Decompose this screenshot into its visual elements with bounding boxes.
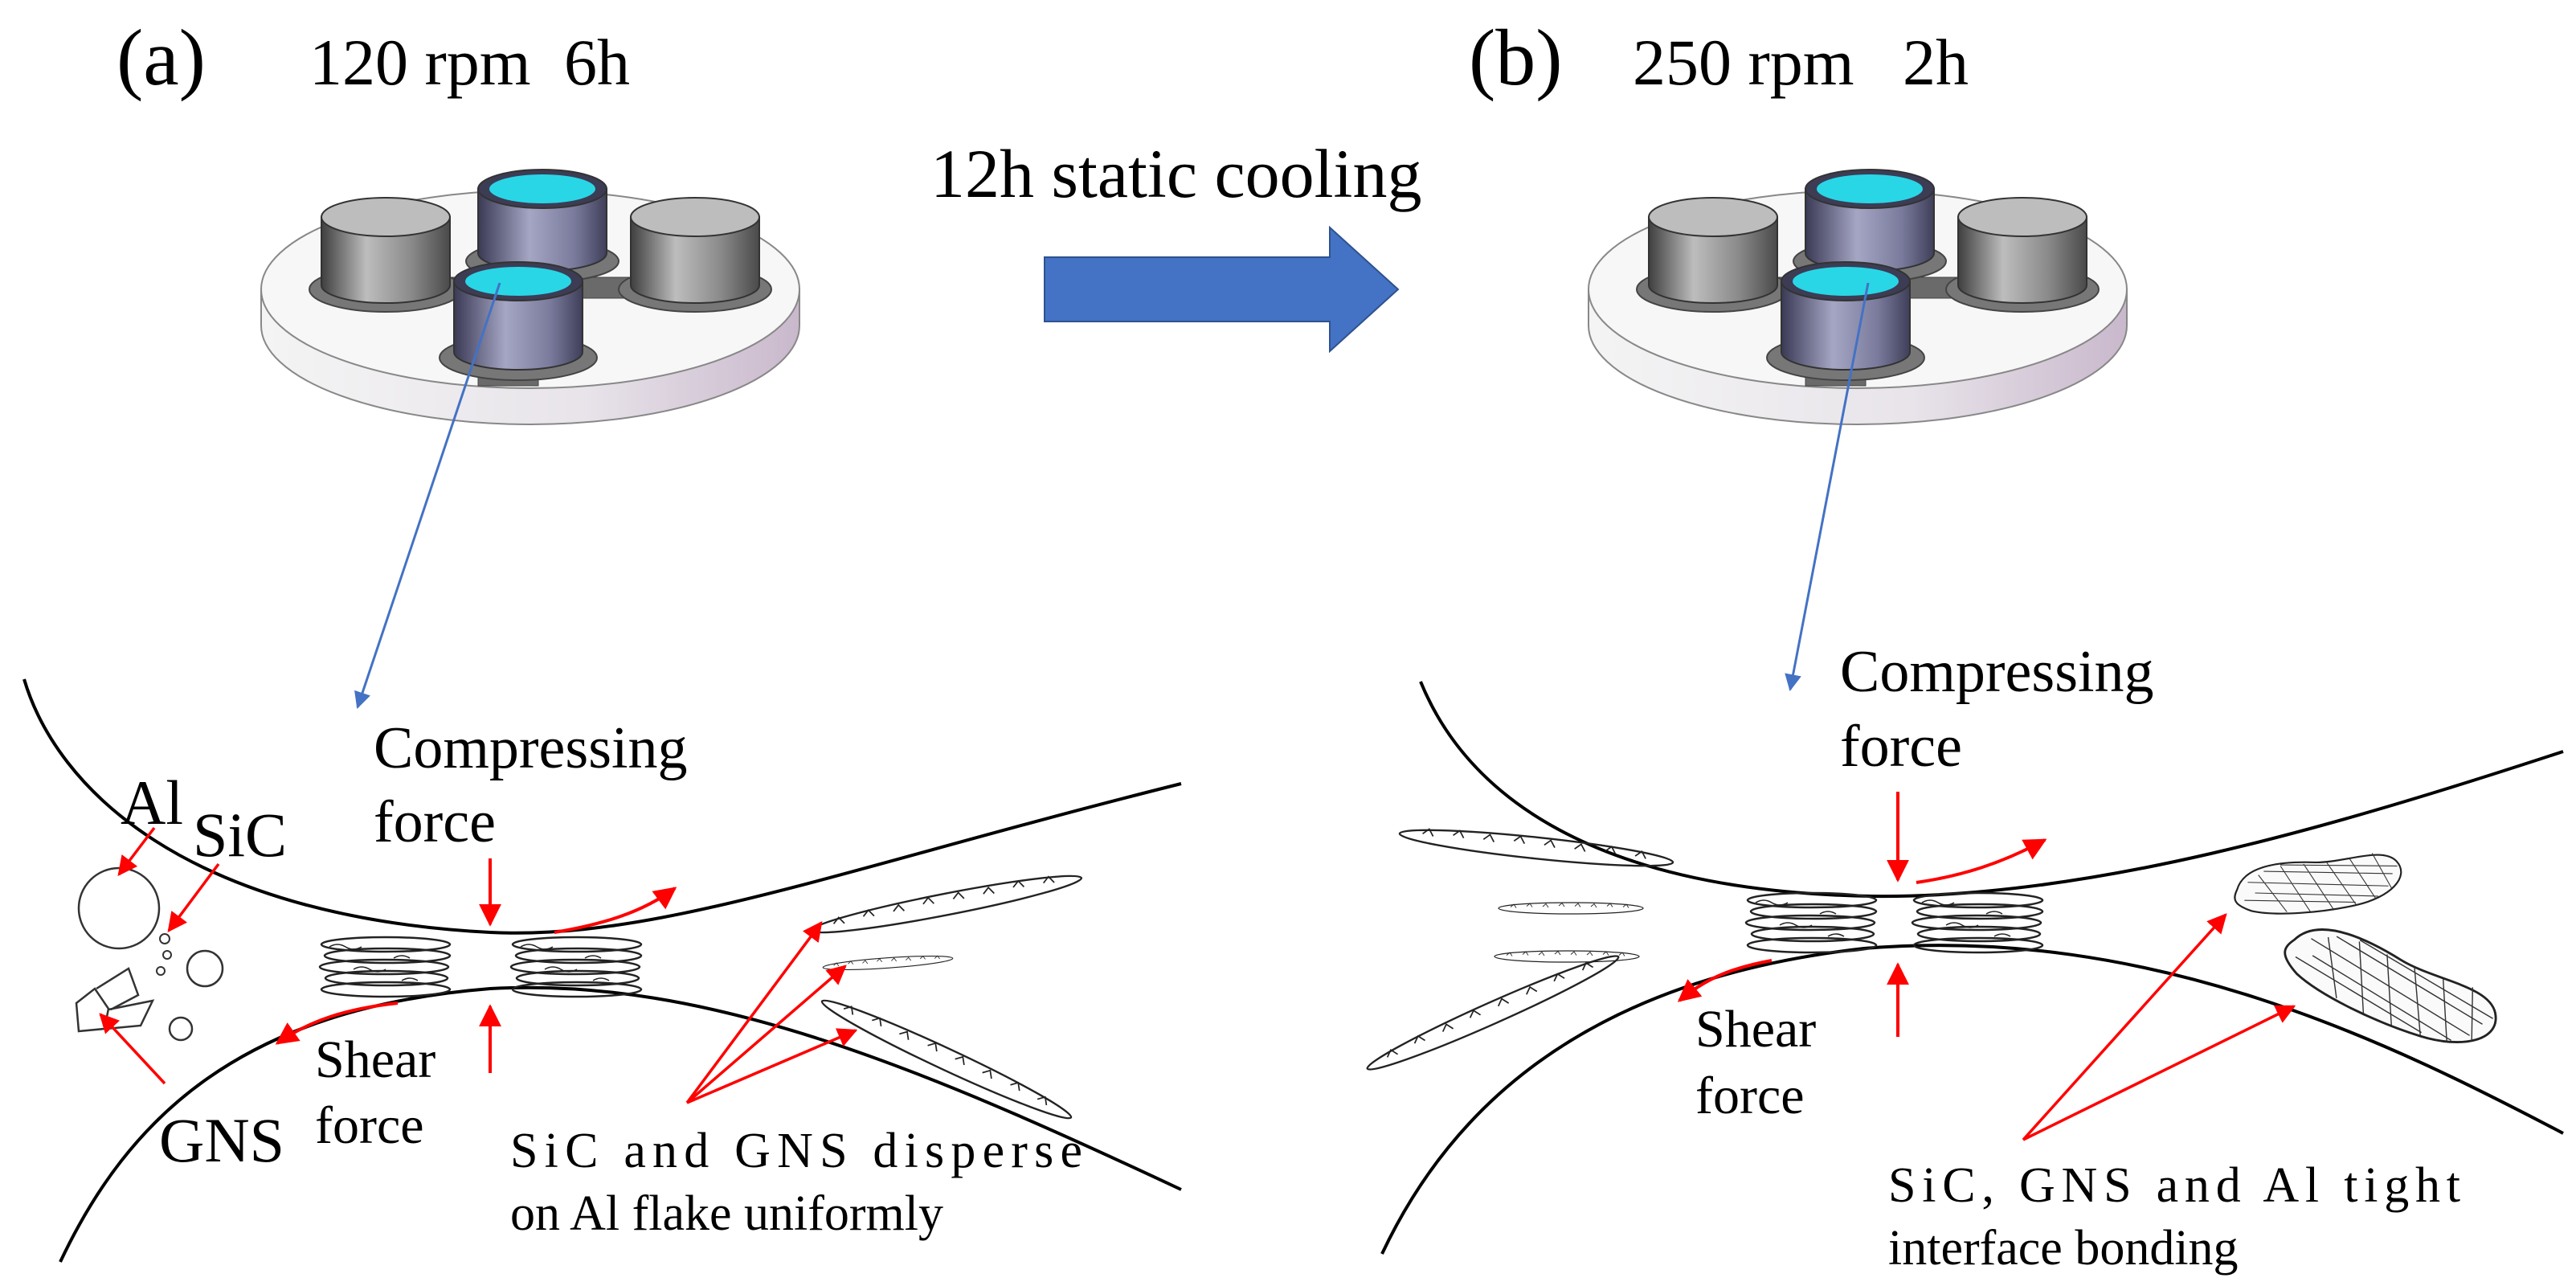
dispersed-flake-a3 [816,990,1077,1128]
compress-force-b-line2: force [1840,714,1962,780]
gns-particle [75,967,155,1033]
result-b-line1: SiC, GNS and Al tight [1888,1158,2460,1213]
panel-a-time: 6h [564,26,630,99]
al-particle [77,866,161,950]
zoom-line-a [354,282,501,709]
result-pointer-b1 [2022,913,2227,1141]
sic-label: SiC [193,800,287,870]
shear-arrow-b-right [1916,838,2047,884]
upper-surface-b [1419,681,2564,899]
gns-label: GNS [159,1105,284,1175]
result-pointer-b2 [2022,1005,2296,1141]
result-pointer-a2 [685,965,847,1104]
al-particle [168,1016,194,1042]
result-pointer-a1 [685,921,823,1104]
sic-particle [162,950,172,960]
flake-b2 [1498,902,1644,915]
composite-particle-b2 [2272,912,2508,1063]
result-a-line2: on Al flake uniformly [510,1186,943,1241]
shear-force-b-line2: force [1695,1067,1805,1125]
upper-surface-a [22,678,1182,935]
gns-pointer-arrow [99,1013,166,1085]
lower-surface-a [59,985,1182,1263]
panel-b-time: 2h [1903,26,1969,99]
dispersed-flake-a1 [808,866,1085,942]
compressed-flakes-b-right [1911,891,2044,954]
planetary-mill-a [260,169,800,425]
shear-arrow-a-right [554,887,677,934]
compressed-flakes-b-left [1744,891,1878,954]
shear-arrow-b-left [1677,959,1773,1002]
result-a-line1: SiC and GNS disperse [510,1124,1082,1178]
compressed-flakes-a-left [318,936,452,998]
composite-particle-b1 [2230,846,2406,924]
sic-particle [156,966,166,976]
sic-pointer-arrow [167,862,220,932]
compress-force-a-line1: Compressing [374,715,688,781]
result-b-line2: interface bonding [1888,1221,2239,1276]
panel-b-label: (b) [1469,13,1563,102]
planetary-mill-b [1588,169,2128,425]
compress-force-b-line1: Compressing [1840,639,2154,705]
al-label: Al [121,768,183,838]
shear-force-a-line1: Shear [315,1030,435,1089]
transition-label: 12h static cooling [930,135,1421,212]
shear-force-a-line2: force [315,1096,424,1155]
al-pointer-arrow [117,826,156,876]
panel-b-speed: 250 rpm [1633,26,1854,99]
zoom-line-b [1785,282,1870,692]
transition-arrow [1044,225,1400,354]
shear-force-b-line1: Shear [1695,1000,1816,1059]
result-pointer-a3 [686,1028,858,1104]
compress-force-a-line2: force [374,789,496,855]
shear-arrow-a-left [275,1001,399,1045]
flake-b1 [1397,821,1675,874]
panel-a-label: (a) [117,13,206,102]
sic-particle [159,933,170,944]
panel-a-speed: 120 rpm [309,26,531,99]
lower-surface-b [1380,944,2564,1255]
flake-b4 [1362,946,1624,1079]
al-particle [186,949,224,988]
